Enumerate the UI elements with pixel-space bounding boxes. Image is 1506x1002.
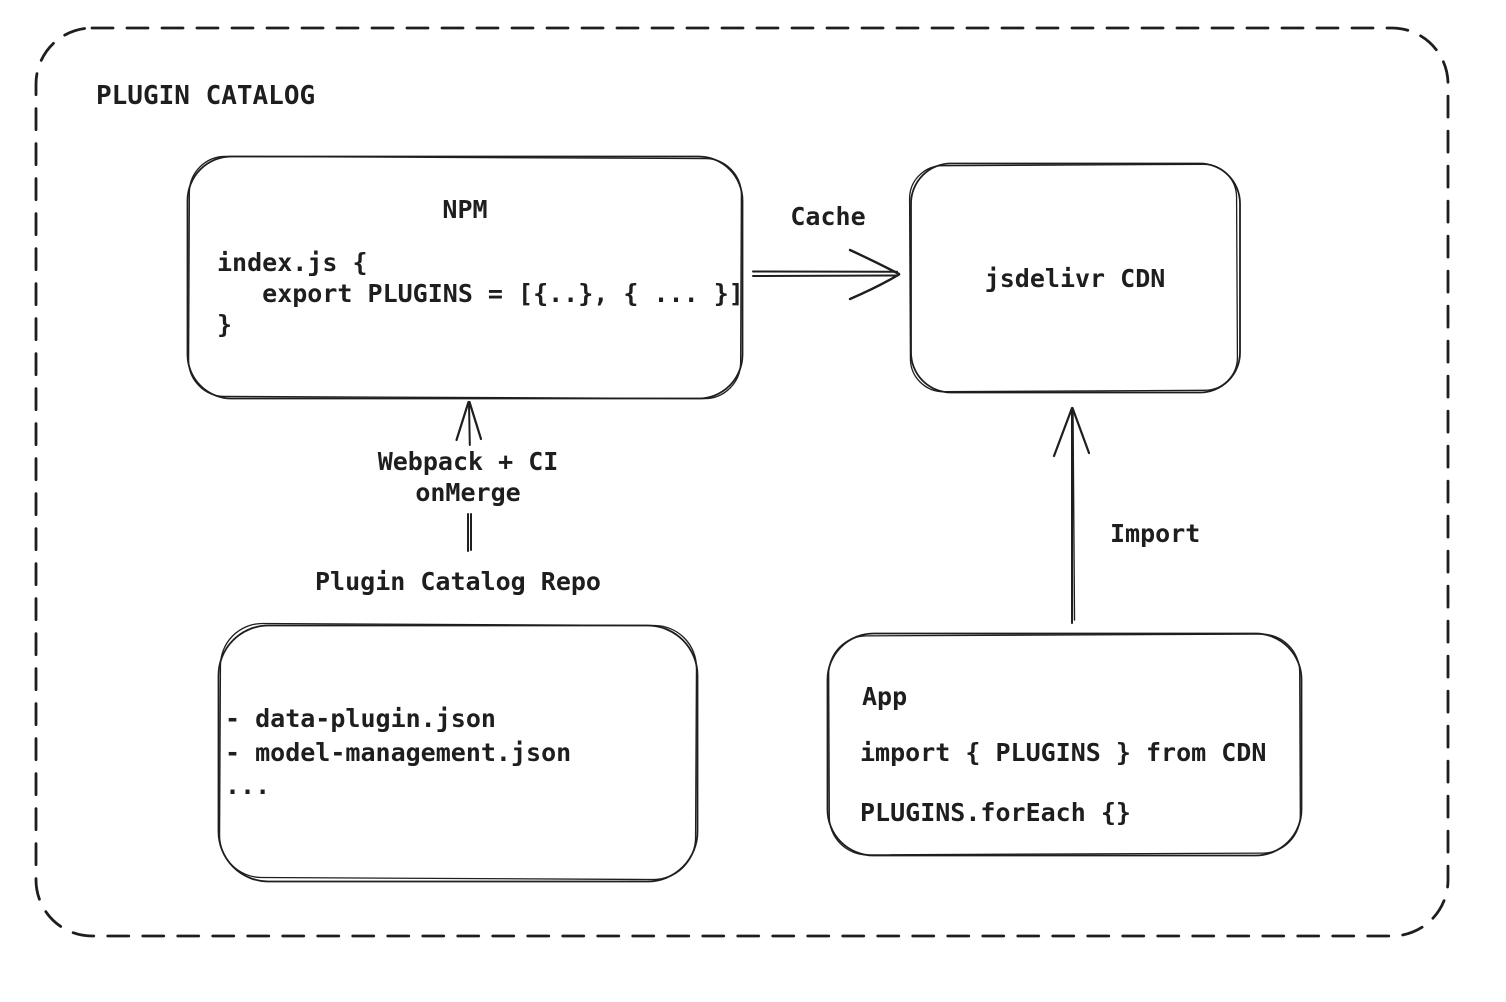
app-code-line: PLUGINS.forEach {} xyxy=(860,798,1131,827)
build-arrow-label-line1: Webpack + CI xyxy=(377,447,559,476)
import-arrow xyxy=(1052,406,1091,624)
cdn-box-outline xyxy=(910,162,1241,394)
npm-code-line: } xyxy=(217,310,233,339)
npm-code-line: index.js { xyxy=(217,248,368,277)
cdn-label: jsdelivr CDN xyxy=(984,264,1166,293)
plugin-catalog-frame-border xyxy=(34,26,1450,938)
repo-file-item: ... xyxy=(225,771,271,800)
app-title: App xyxy=(862,682,908,711)
repo-file-item: - model-management.json xyxy=(225,737,572,767)
repo-file-item: - data-plugin.json xyxy=(225,704,496,733)
app-box-outline-sketch xyxy=(828,633,1301,856)
frame-title: PLUGIN CATALOG xyxy=(96,81,316,111)
import-arrow-label: Import xyxy=(1110,519,1201,548)
npm-box-outline-sketch xyxy=(187,155,743,400)
repo-box-outline-sketch xyxy=(218,622,698,881)
build-arrow-label-line2: onMerge xyxy=(415,478,521,507)
repo-file-list: - data-plugin.json - model-management.js… xyxy=(225,702,571,803)
cache-arrow xyxy=(752,248,901,301)
npm-title: NPM xyxy=(442,195,488,224)
npm-code: index.js { export PLUGINS = [{..}, { ...… xyxy=(217,247,744,340)
cache-arrow-label: Cache xyxy=(790,202,866,231)
cdn-box-outline-sketch xyxy=(908,163,1239,393)
npm-box-outline xyxy=(186,155,744,400)
repo-box-outline xyxy=(217,624,699,883)
build-arrow xyxy=(455,400,483,552)
app-code-line: import { PLUGINS } from CDN xyxy=(860,738,1267,767)
npm-code-line: export PLUGINS = [{..}, { ... }] xyxy=(217,279,744,308)
app-box-outline xyxy=(826,632,1303,857)
repo-title: Plugin Catalog Repo xyxy=(315,567,601,596)
